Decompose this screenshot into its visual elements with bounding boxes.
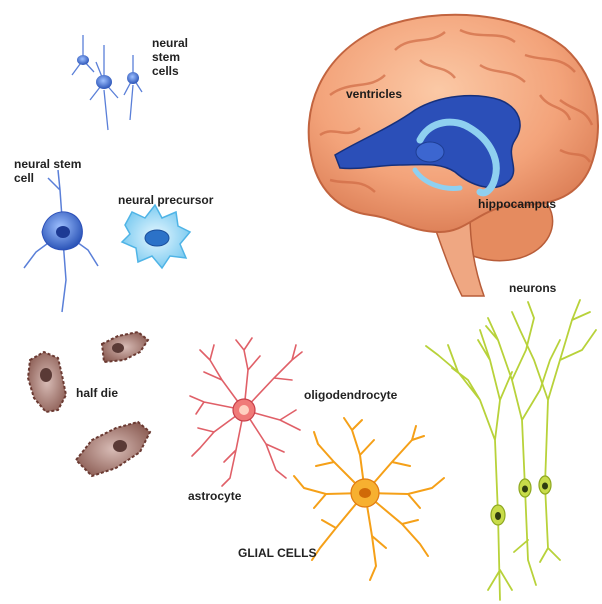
dying-cells <box>28 332 150 476</box>
label-astrocyte: astrocyte <box>188 489 241 503</box>
label-neural-precursor: neural precursor <box>118 193 213 207</box>
label-neurons: neurons <box>509 281 556 295</box>
astrocyte-body <box>233 399 255 421</box>
label-hippocampus: hippocampus <box>478 197 556 211</box>
label-neural-stem-cells: neural stem cells <box>152 36 212 78</box>
brain-illustration <box>309 15 598 296</box>
neural-stem-cell <box>24 170 98 312</box>
neuron-bodies <box>491 476 551 525</box>
neural-precursor-cell <box>122 205 190 268</box>
label-glial-cells: GLIAL CELLS <box>238 546 316 560</box>
neurons-group <box>426 300 596 600</box>
label-oligodendrocyte: oligodendrocyte <box>304 388 397 402</box>
oligodendrocyte-body <box>351 479 379 507</box>
label-ventricles: ventricles <box>346 87 402 101</box>
label-neural-stem-cell: neural stem cell <box>14 157 104 185</box>
label-half-die: half die <box>76 386 118 400</box>
